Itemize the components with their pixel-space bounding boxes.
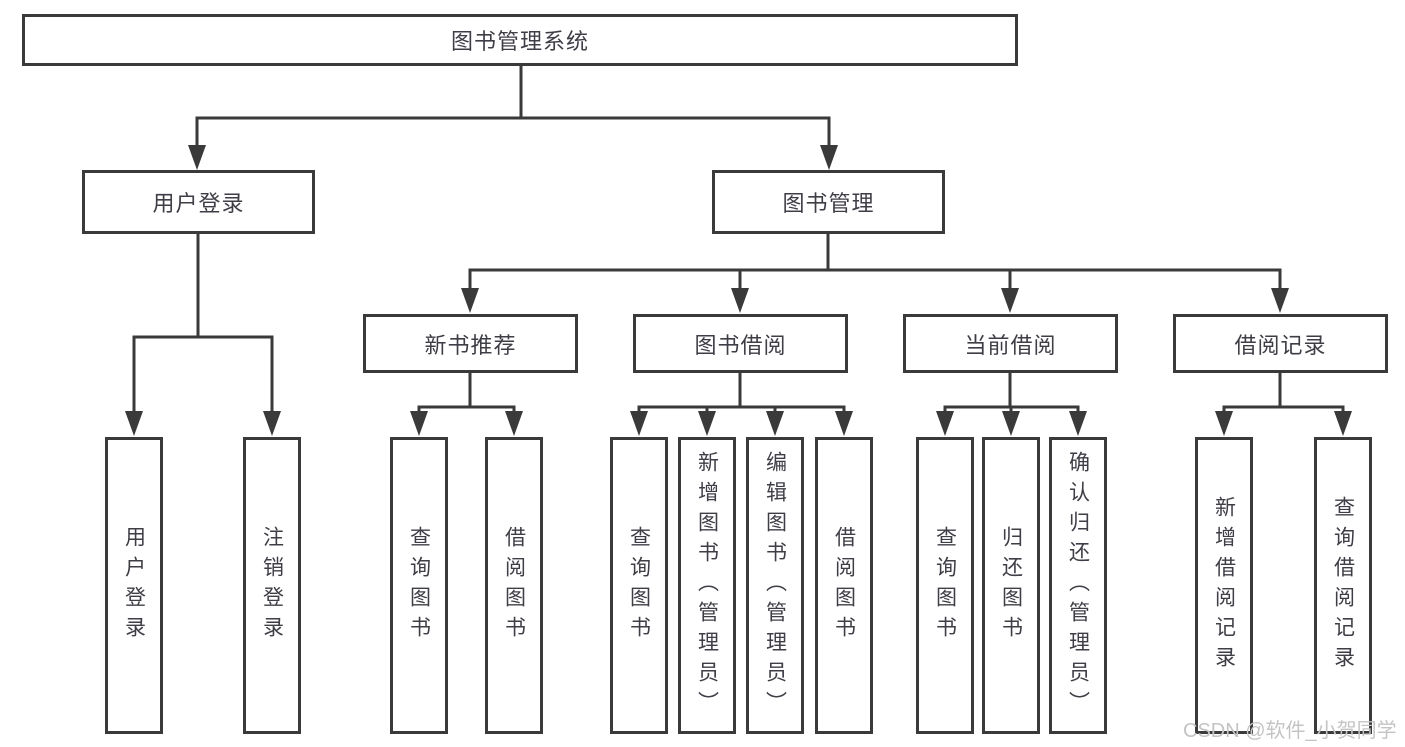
connector-book-mgmt-group: [468, 231, 1282, 293]
leaf-user-login: 用户登录: [105, 437, 163, 734]
leaf-label: 借阅图书: [832, 525, 856, 646]
arrow-down-icon: [505, 411, 523, 436]
node-label: 新书推荐: [424, 332, 517, 358]
leaf-add-borrow-record: 新增借阅记录: [1195, 437, 1253, 734]
node-book-borrow: 图书借阅: [633, 314, 848, 373]
arrow-down-icon: [835, 411, 853, 436]
node-label: 当前借阅: [964, 332, 1057, 358]
node-label: 借阅记录: [1234, 332, 1327, 358]
leaf-label: 借阅图书: [502, 525, 526, 646]
connector-borrow-group: [637, 370, 846, 416]
leaf-query-books-recommend: 查询图书: [390, 437, 448, 734]
arrow-down-icon: [731, 288, 749, 313]
arrow-down-icon: [125, 411, 143, 436]
node-new-book-recommend: 新书推荐: [363, 314, 578, 373]
leaf-edit-book-admin: 编辑图书（管理员）: [746, 437, 804, 734]
leaf-confirm-return-admin: 确认归还（管理员）: [1049, 437, 1107, 734]
connector-newbook-group: [417, 370, 516, 416]
leaf-label: 新增图书（管理员）: [695, 450, 719, 721]
arrow-down-icon: [1215, 411, 1233, 436]
arrow-down-icon: [1001, 288, 1019, 313]
connector-current-group: [943, 370, 1080, 416]
leaf-label: 注销登录: [260, 525, 284, 646]
connector-user-login-group: [132, 232, 274, 416]
root-node: 图书管理系统: [22, 14, 1018, 66]
leaf-label: 查询图书: [627, 525, 651, 646]
node-label: 图书借阅: [694, 332, 787, 358]
arrow-down-icon: [766, 411, 784, 436]
leaf-label: 用户登录: [122, 525, 146, 646]
leaf-return-books: 归还图书: [982, 437, 1040, 734]
csdn-watermark: CSDN @软件_小贺同学: [1183, 720, 1397, 742]
arrow-down-icon: [1271, 288, 1289, 313]
leaf-query-books-borrow: 查询图书: [610, 437, 668, 734]
arrow-down-icon: [188, 145, 206, 170]
arrow-down-icon: [630, 411, 648, 436]
connector-root: [195, 65, 831, 149]
arrowhead-icons: [125, 145, 1352, 436]
arrow-down-icon: [820, 145, 838, 170]
leaf-add-book-admin: 新增图书（管理员）: [678, 437, 736, 734]
leaf-label: 查询图书: [407, 525, 431, 646]
arrow-down-icon: [1002, 411, 1020, 436]
node-book-management: 图书管理: [712, 170, 945, 234]
arrow-down-icon: [1069, 411, 1087, 436]
leaf-label: 查询借阅记录: [1331, 495, 1355, 676]
arrow-down-icon: [936, 411, 954, 436]
leaf-logout: 注销登录: [243, 437, 301, 734]
leaf-borrow-books-recommend: 借阅图书: [485, 437, 543, 734]
node-user-login: 用户登录: [82, 170, 315, 234]
leaf-query-borrow-record: 查询借阅记录: [1314, 437, 1372, 734]
arrow-down-icon: [698, 411, 716, 436]
root-node-label: 图书管理系统: [450, 29, 589, 54]
arrow-down-icon: [410, 411, 428, 436]
leaf-label: 新增借阅记录: [1212, 495, 1236, 676]
node-label: 图书管理: [782, 191, 875, 216]
leaf-label: 编辑图书（管理员）: [763, 450, 787, 721]
leaf-label: 查询图书: [933, 525, 957, 646]
node-label: 用户登录: [152, 191, 245, 216]
connector-records-group: [1222, 370, 1345, 416]
leaf-label: 确认归还（管理员）: [1066, 450, 1090, 721]
leaf-borrow-books: 借阅图书: [815, 437, 873, 734]
node-current-borrow: 当前借阅: [903, 314, 1118, 373]
arrow-down-icon: [461, 288, 479, 313]
leaf-query-books-current: 查询图书: [916, 437, 974, 734]
arrow-down-icon: [263, 411, 281, 436]
node-borrow-records: 借阅记录: [1173, 314, 1388, 373]
leaf-label: 归还图书: [999, 525, 1023, 646]
arrow-down-icon: [1334, 411, 1352, 436]
